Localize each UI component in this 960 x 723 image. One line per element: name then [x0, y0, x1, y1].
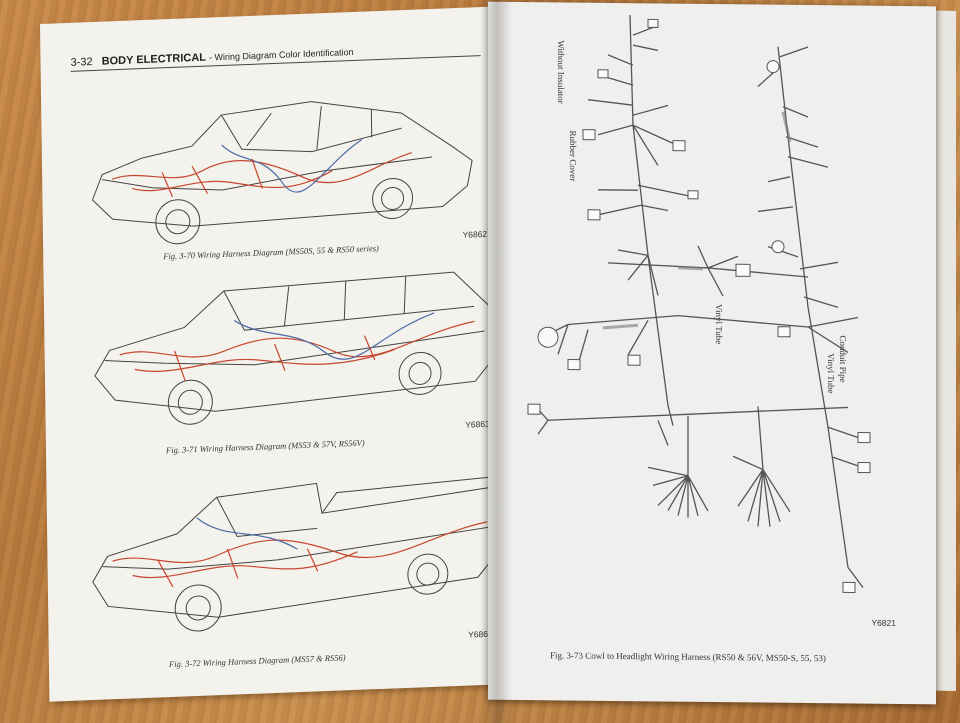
section-subtitle: - Wiring Diagram Color Identification	[208, 46, 354, 63]
book-gutter	[482, 0, 512, 723]
figure-sedan	[71, 65, 493, 261]
sedan-wiring-illustration	[91, 101, 473, 245]
section-title: BODY ELECTRICAL	[101, 51, 207, 68]
figure-wagon	[73, 251, 501, 447]
label-vinyl-tube-2: Vinyl Tube	[826, 353, 836, 394]
left-page: 3-32 BODY ELECTRICAL - Wiring Diagram Co…	[40, 6, 512, 702]
wagon-wiring-illustration	[94, 271, 501, 425]
label-rubber-cover: Rubber Cover	[568, 130, 578, 182]
label-without-insulator: Without Insulator	[556, 40, 566, 104]
figure-pickup	[76, 447, 504, 653]
pickup-wiring-illustration	[92, 476, 504, 632]
figure-4-code: Y6821	[871, 617, 896, 628]
label-vinyl-tube: Vinyl Tube	[714, 304, 724, 345]
page-number: 3-32	[70, 55, 93, 69]
label-conduit-pipe: Conduit Pipe	[838, 335, 848, 383]
figure-4-caption: Fig. 3-73 Cowl to Headlight Wiring Harne…	[550, 650, 826, 664]
harness-schematic	[527, 15, 871, 594]
right-page: Without Insulator Rubber Cover Vinyl Tub…	[488, 1, 936, 705]
figure-3-caption: Fig. 3-72 Wiring Harness Diagram (MS57 &…	[168, 652, 346, 670]
